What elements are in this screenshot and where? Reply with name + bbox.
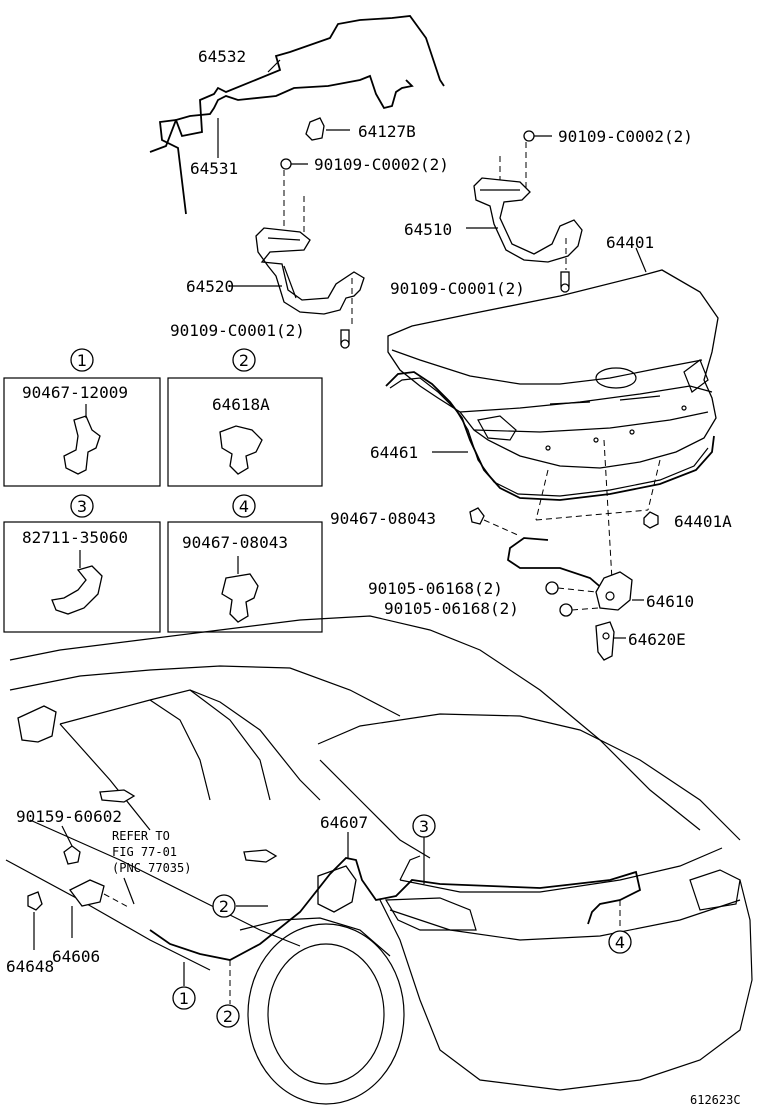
svg-text:2: 2 bbox=[219, 897, 229, 916]
label-64461: 64461 bbox=[370, 443, 418, 462]
label-64510: 64510 bbox=[404, 220, 452, 239]
leader-refer-note bbox=[123, 877, 135, 905]
striker-64620E bbox=[595, 621, 626, 661]
hinge-64510 bbox=[473, 177, 583, 263]
label-64531: 64531 bbox=[190, 159, 238, 178]
label-90105-06168-b: 90105-06168(2) bbox=[384, 599, 519, 618]
release-cable bbox=[507, 537, 605, 591]
label-90159-60602: 90159-60602 bbox=[16, 807, 122, 826]
dash-lid-right bbox=[647, 459, 661, 511]
torsion-bar-64532 bbox=[159, 15, 445, 215]
clamp-90467-08043 bbox=[469, 507, 521, 537]
cable-64607 bbox=[149, 857, 642, 961]
bolt-90105-06168-b bbox=[559, 603, 599, 617]
refer-note-line3: (PNC 77035) bbox=[112, 861, 191, 875]
callout-2a: 2 bbox=[212, 894, 268, 918]
svg-text:3: 3 bbox=[419, 817, 429, 836]
detail-box-3-part: 82711-35060 bbox=[22, 528, 128, 547]
detail-box-1-part: 90467-12009 bbox=[22, 383, 128, 402]
callout-3: 3 bbox=[412, 814, 436, 884]
dash-lock bbox=[603, 439, 613, 581]
svg-text:4: 4 bbox=[615, 933, 625, 952]
label-64520: 64520 bbox=[186, 277, 234, 296]
label-64606: 64606 bbox=[52, 947, 100, 966]
hinge-64520 bbox=[255, 227, 365, 315]
detail-box-2: 2 64618A bbox=[167, 348, 323, 487]
detail-box-1-number: 1 bbox=[77, 351, 87, 370]
detail-box-3: 3 82711-35060 bbox=[3, 494, 161, 633]
leader-64401 bbox=[635, 247, 647, 273]
lock-64610 bbox=[595, 571, 644, 611]
label-90109-C0002-right: 90109-C0002(2) bbox=[558, 127, 693, 146]
label-64648: 64648 bbox=[6, 957, 54, 976]
label-64401: 64401 bbox=[606, 233, 654, 252]
figure-code: 612623C bbox=[690, 1093, 741, 1107]
label-90109-C0001-right: 90109-C0001(2) bbox=[390, 279, 525, 298]
detail-box-4-part: 90467-08043 bbox=[182, 533, 288, 552]
label-90467-08043: 90467-08043 bbox=[330, 509, 436, 528]
dash-lid-bottom bbox=[535, 509, 649, 521]
label-64610: 64610 bbox=[646, 592, 694, 611]
detail-box-3-number: 3 bbox=[77, 497, 87, 516]
label-64401A: 64401A bbox=[674, 512, 732, 531]
bolt-90105-06168-a bbox=[545, 581, 597, 595]
label-64620E: 64620E bbox=[628, 630, 686, 649]
bumper-64401A bbox=[643, 511, 659, 529]
clip-64648 bbox=[27, 891, 43, 950]
callout-1: 1 bbox=[172, 962, 196, 1010]
label-64532: 64532 bbox=[198, 47, 246, 66]
label-64607: 64607 bbox=[320, 813, 368, 832]
torsion-bar-64531 bbox=[149, 74, 414, 153]
trunk-lid-64401 bbox=[387, 269, 719, 469]
detail-box-2-number: 2 bbox=[239, 351, 249, 370]
callout-2b: 2 bbox=[216, 960, 240, 1028]
refer-note-line1: REFER TO bbox=[112, 829, 170, 843]
detail-box-1: 1 90467-12009 bbox=[3, 348, 161, 487]
label-90109-C0001-left: 90109-C0001(2) bbox=[170, 321, 305, 340]
label-64127B: 64127B bbox=[358, 122, 416, 141]
callout-4: 4 bbox=[608, 900, 632, 954]
label-90105-06168-a: 90105-06168(2) bbox=[368, 579, 503, 598]
svg-text:1: 1 bbox=[179, 989, 189, 1008]
weatherstrip-64461 bbox=[385, 371, 715, 501]
leader-64532 bbox=[267, 59, 281, 73]
opener-64606 bbox=[69, 879, 131, 938]
refer-note-line2: FIG 77-01 bbox=[112, 845, 177, 859]
screw-90159-60602 bbox=[61, 825, 81, 865]
bolt-90109-C0001-right bbox=[560, 238, 570, 293]
label-90109-C0002-left: 90109-C0002(2) bbox=[314, 155, 449, 174]
detail-box-4-number: 4 bbox=[239, 497, 249, 516]
bolt-90109-C0002-left bbox=[280, 158, 308, 236]
detail-box-4: 4 90467-08043 bbox=[167, 494, 323, 633]
dash-lid-left bbox=[535, 469, 549, 521]
car-body bbox=[5, 615, 753, 1105]
detail-box-2-part: 64618A bbox=[212, 395, 270, 414]
clip-64127B bbox=[305, 117, 350, 141]
svg-text:2: 2 bbox=[223, 1007, 233, 1026]
bolt-90109-C0001-left bbox=[340, 329, 350, 349]
bolt-90109-C0002-right bbox=[499, 130, 552, 196]
